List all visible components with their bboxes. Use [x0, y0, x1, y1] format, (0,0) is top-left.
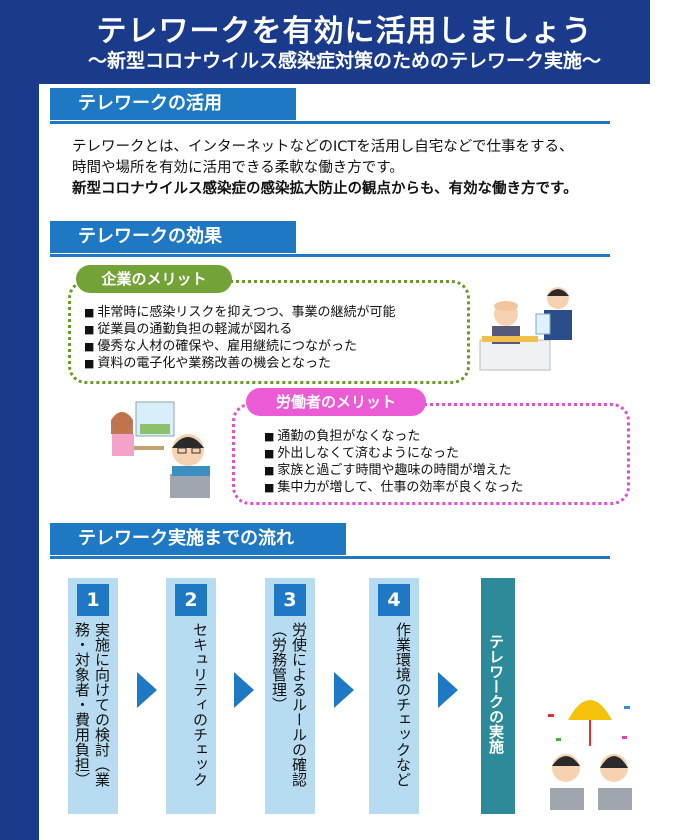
company-merit-tag: 企業のメリット: [76, 265, 232, 293]
left-accent-bar: [0, 0, 39, 840]
intro-line-3: 新型コロナウイルス感染症の感染拡大防止の観点からも、有効な働き方です。: [72, 181, 578, 197]
company-merit-box: [68, 280, 470, 384]
section-title: テレワークの活用: [50, 88, 296, 120]
page-title: テレワークを有効に活用しましょう: [96, 14, 593, 49]
worker-merit-list: 通勤の負担がなくなった 外出しなくて済むようになった 家族と過ごす時間や趣味の時…: [264, 428, 523, 496]
flow-arrow-icon: [137, 672, 157, 708]
flow-step-1: 1 実施に向けての検討（業務・対象者・費用負担）: [68, 578, 118, 814]
flow-arrow-icon: [234, 672, 254, 708]
section-underline: [50, 254, 610, 257]
step-number: 2: [175, 584, 207, 616]
step-text: 労使によるルールの確認（労務管理）: [270, 622, 308, 787]
step-number: 4: [378, 584, 410, 616]
company-merit-list: 非常時に感染リスクを抑えつつ、事業の継続が可能 従業員の通勤負担の軽減が図れる …: [84, 304, 396, 372]
section-title: テレワーク実施までの流れ: [50, 523, 346, 555]
flow-final-step: テレワークの実施: [481, 578, 515, 814]
section-underline: [50, 121, 610, 124]
final-step-text: テレワークの実施: [487, 634, 505, 754]
remote-workers-illustration: [111, 401, 210, 498]
section-heading-utilization: テレワークの活用: [50, 88, 610, 124]
list-item: 優秀な人材の確保や、雇用継続につながった: [84, 338, 396, 355]
section-heading-effects: テレワークの効果: [50, 221, 610, 257]
flow-step-2: 2 セキュリティのチェック: [166, 578, 216, 814]
flow-arrow-icon: [334, 672, 354, 708]
flow-step-4: 4 作業環境のチェックなど: [369, 578, 419, 814]
section-title: テレワークの効果: [50, 221, 296, 253]
list-item: 外出しなくて済むようになった: [264, 445, 523, 462]
section-heading-flow: テレワーク実施までの流れ: [50, 523, 610, 559]
step-text: 実施に向けての検討（業務・対象者・費用負担）: [73, 622, 111, 787]
celebration-illustration: [548, 700, 632, 810]
worker-merit-box: [232, 403, 630, 505]
page-header: テレワークを有効に活用しましょう 〜新型コロナウイルス感染症対策のためのテレワー…: [39, 0, 650, 84]
office-workers-illustration: [479, 287, 572, 371]
list-item: 資料の電子化や業務改善の機会となった: [84, 355, 396, 372]
list-item: 非常時に感染リスクを抑えつつ、事業の継続が可能: [84, 304, 395, 321]
flow-arrow-icon: [438, 672, 458, 708]
intro-line-2: 時間や場所を有効に活用できる柔軟な働き方です。: [72, 160, 404, 176]
step-text: セキュリティのチェック: [191, 622, 209, 787]
list-item: 通勤の負担がなくなった: [264, 428, 523, 445]
page-subtitle: 〜新型コロナウイルス感染症対策のためのテレワーク実施〜: [87, 50, 601, 72]
intro-line-1: テレワークとは、インターネットなどのICTを活用し自宅などで仕事をする、: [72, 139, 574, 155]
intro-text: テレワークとは、インターネットなどのICTを活用し自宅などで仕事をする、 時間や…: [72, 137, 642, 200]
flow-step-3: 3 労使によるルールの確認（労務管理）: [265, 578, 315, 814]
step-text: 作業環境のチェックなど: [394, 622, 412, 787]
step-number: 3: [274, 584, 306, 616]
list-item: 従業員の通勤負担の軽減が図れる: [84, 321, 396, 338]
worker-merit-tag: 労働者のメリット: [246, 388, 426, 416]
list-item: 家族と過ごす時間や趣味の時間が増えた: [264, 462, 523, 479]
step-number: 1: [77, 584, 109, 616]
section-underline: [50, 556, 610, 559]
list-item: 集中力が増して、仕事の効率が良くなった: [264, 479, 523, 496]
